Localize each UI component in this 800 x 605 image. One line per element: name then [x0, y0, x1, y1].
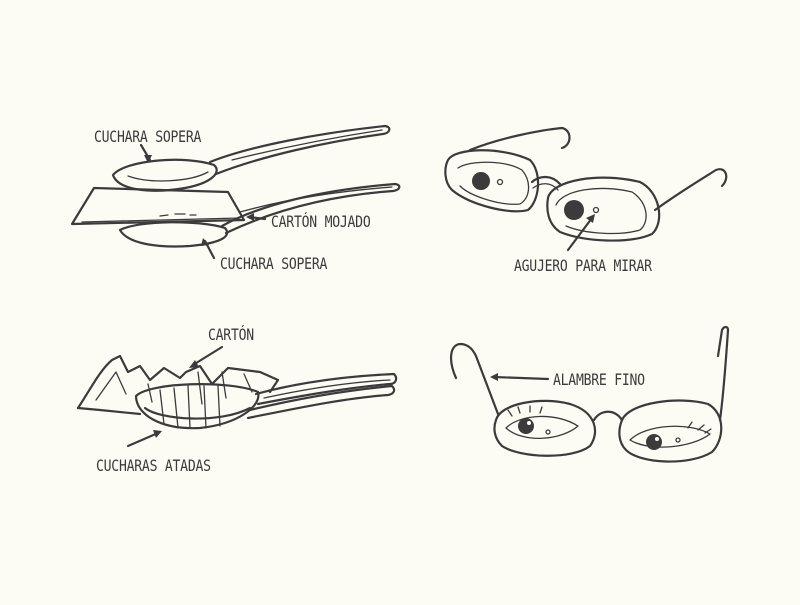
label-bottom-tablespoon: CUCHARA SOPERA	[220, 254, 327, 273]
tied-spoons-drawing	[78, 347, 396, 446]
wire-glasses-drawing	[451, 327, 728, 462]
label-thin-wire: ALAMBRE FINO	[553, 370, 645, 389]
label-top-tablespoon: CUCHARA SOPERA	[94, 127, 201, 146]
label-tied-spoons: CUCHARAS ATADAS	[96, 456, 211, 475]
arrow-tied-spoons	[128, 433, 158, 446]
label-peep-hole: AGUJERO PARA MIRAR	[514, 256, 652, 275]
left-peep-hole	[472, 172, 490, 190]
arrow-thin-wire	[494, 377, 548, 379]
right-drawn-eye-pupil	[646, 434, 662, 450]
eye-cup-glasses-drawing	[445, 128, 726, 250]
arrow-cardboard-scrap	[193, 347, 222, 365]
label-cardboard: CARTÓN	[208, 325, 254, 344]
right-peep-hole	[564, 200, 584, 220]
left-drawn-eye-pupil	[518, 418, 534, 434]
label-wet-cardboard: CARTÓN MOJADO	[271, 212, 370, 231]
arrow-peep-hole	[568, 218, 592, 250]
